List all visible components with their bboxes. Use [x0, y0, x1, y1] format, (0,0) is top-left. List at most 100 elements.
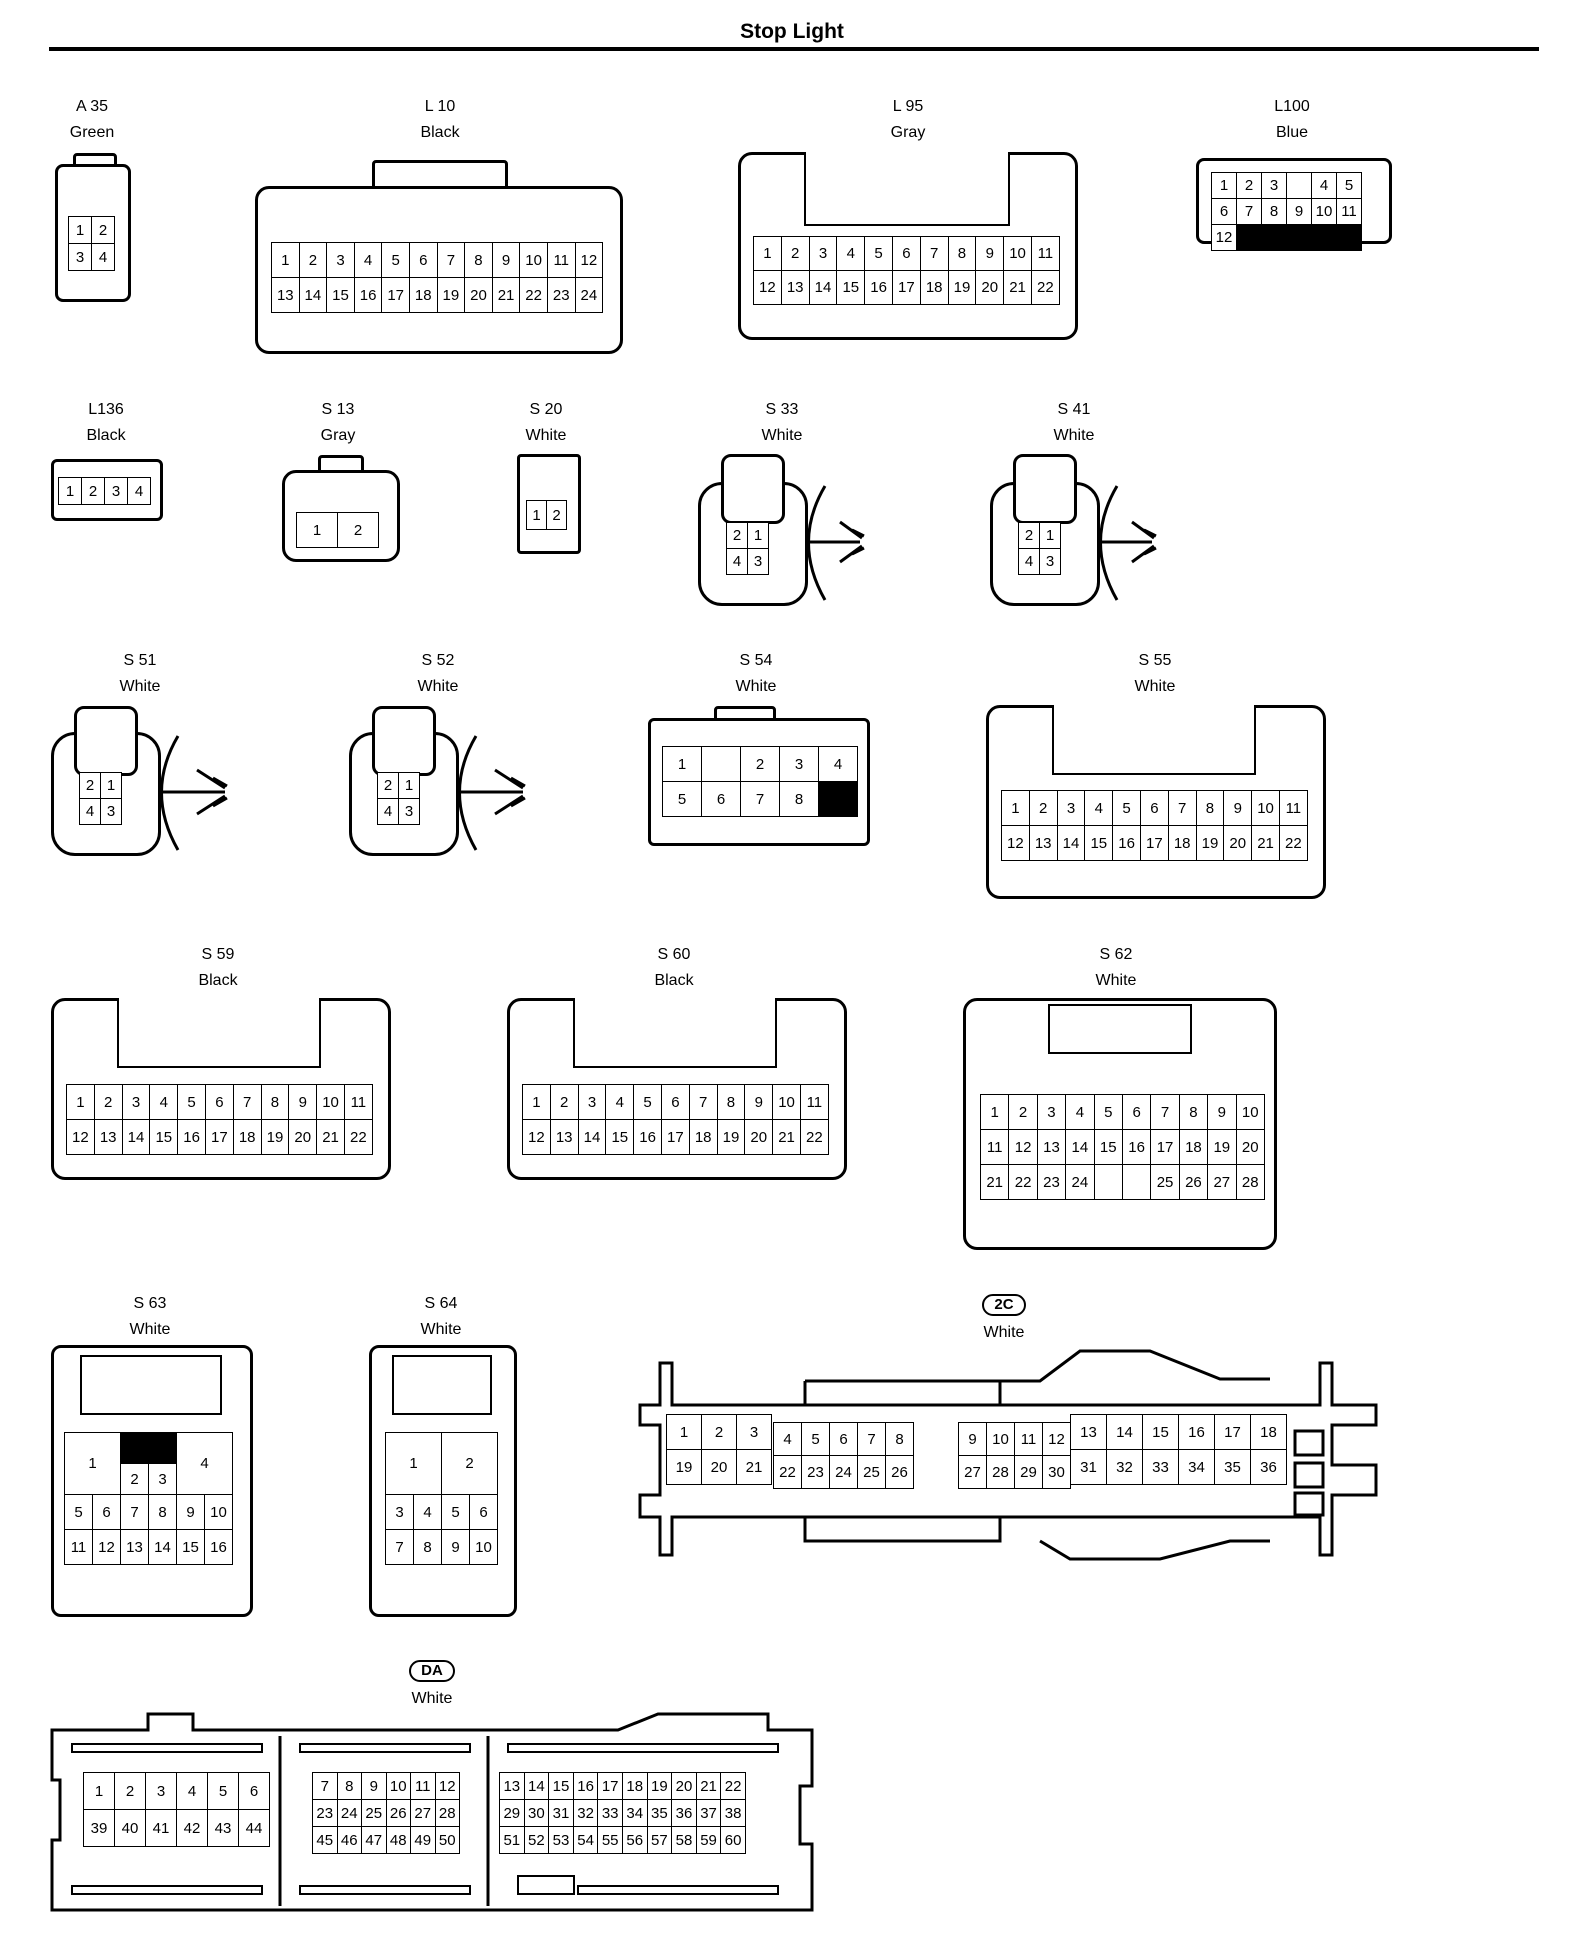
- pin-cell: 23: [802, 1456, 829, 1488]
- pin-cell: 22: [520, 278, 547, 312]
- connector-key: [1048, 1004, 1192, 1054]
- connector-code: 2C: [982, 1294, 1026, 1316]
- pin-cell: 39: [84, 1810, 114, 1846]
- pin-cell: 33: [1143, 1450, 1178, 1484]
- connector-code: S 62: [1099, 946, 1133, 963]
- connector-key: [117, 998, 321, 1068]
- pin-cell: 19: [1208, 1130, 1236, 1164]
- pin-cell: 40: [115, 1810, 145, 1846]
- pin-cell: 34: [622, 1800, 647, 1826]
- pin-cell: 42: [177, 1810, 207, 1846]
- connector-code: S 13: [321, 401, 355, 418]
- pin-cell: 10: [1252, 791, 1279, 825]
- pin-cell: 1: [272, 243, 299, 277]
- pin-cell: 14: [1066, 1130, 1094, 1164]
- pin-cell: 1: [386, 1433, 441, 1494]
- pin-cell: 1: [65, 1433, 120, 1494]
- pin-cell: 15: [327, 278, 354, 312]
- pin-cell: 15: [1094, 1130, 1122, 1164]
- pin-cell: 3: [578, 1085, 606, 1119]
- pin-cell: 16: [865, 271, 892, 304]
- connector-label: S 33 White: [742, 401, 822, 445]
- pin-cell: 6: [892, 237, 920, 270]
- pin-cell: 22: [1031, 271, 1059, 304]
- pin-cell: 2: [547, 501, 566, 529]
- pin-cell: 1: [981, 1095, 1009, 1129]
- pin-cell: 17: [1215, 1415, 1250, 1449]
- pin-cell: 6: [661, 1085, 689, 1119]
- pin-cell: 8: [886, 1423, 913, 1455]
- pin-cell: 14: [122, 1120, 150, 1154]
- pin-cell: 32: [1107, 1450, 1142, 1484]
- pin-cell: 2: [702, 1415, 736, 1449]
- pin-cell: 17: [598, 1773, 622, 1799]
- mounting-clip: [458, 735, 526, 851]
- pin-cell: 27: [411, 1800, 435, 1826]
- pin-cell: 12: [1212, 225, 1236, 250]
- connector-color: White: [1053, 427, 1095, 444]
- pin-cell: 5: [865, 237, 892, 270]
- pin-cell: 7: [858, 1423, 885, 1455]
- pin-cell: 21: [696, 1773, 721, 1799]
- pin-cell: 23: [547, 278, 575, 312]
- pin-cell: 27: [1208, 1165, 1236, 1199]
- pin-cell: 5: [634, 1085, 661, 1119]
- pin-cell: 51: [500, 1827, 524, 1853]
- connector-key: [80, 1355, 222, 1415]
- pin-cell: 2: [1237, 173, 1261, 198]
- pin-cell: 7: [121, 1495, 148, 1529]
- pin-cell: 5: [1113, 791, 1140, 825]
- pin-cell: 16: [1179, 1415, 1214, 1449]
- pin-cell: 22: [1009, 1165, 1037, 1199]
- pin-cell: 55: [598, 1827, 622, 1853]
- pin-cell: 6: [205, 1085, 233, 1119]
- pin-cell: 7: [1168, 791, 1196, 825]
- pin-cavity-empty: [1094, 1165, 1122, 1199]
- pin-cell: 6: [702, 782, 740, 816]
- pin-cell: 3: [69, 244, 91, 270]
- pin-cell: 3: [327, 243, 354, 277]
- pin-cell: 6: [1212, 199, 1236, 224]
- pin-cell: 13: [1029, 826, 1057, 860]
- pin-cell: 4: [727, 549, 747, 574]
- connector-code: S 52: [421, 652, 455, 669]
- connector-code: DA: [409, 1660, 455, 1682]
- pin-cell: 11: [547, 243, 575, 277]
- pin-cell: 11: [1031, 237, 1059, 270]
- pin-cell: 10: [1004, 237, 1031, 270]
- pin-cell: 11: [411, 1773, 435, 1799]
- pin-cell: 52: [524, 1827, 549, 1853]
- pin-cell: 6: [239, 1773, 269, 1809]
- pin-cell: 12: [523, 1120, 550, 1154]
- pin-cell: 16: [573, 1773, 598, 1799]
- pin-cell: 1: [1040, 523, 1060, 548]
- pin-cell: 20: [1236, 1130, 1264, 1164]
- pin-cell: 14: [149, 1530, 176, 1564]
- pin-cell: 44: [239, 1810, 269, 1846]
- pin-cell: 8: [717, 1085, 745, 1119]
- pin-cell: 9: [492, 243, 520, 277]
- connector-label: L100 Blue: [1252, 98, 1332, 142]
- connector-key: [804, 152, 1010, 226]
- connector-color: Gray: [320, 427, 356, 444]
- pin-cell: 1: [101, 773, 121, 798]
- pin-cell: 20: [1224, 826, 1252, 860]
- connector-latch: [1013, 454, 1077, 524]
- pin-cell: 9: [1224, 791, 1252, 825]
- connector-color: Black: [198, 972, 238, 989]
- pin-cell: 18: [920, 271, 948, 304]
- pin-cell: 14: [578, 1120, 606, 1154]
- pin-cell: 38: [721, 1800, 745, 1826]
- pin-cell: 36: [672, 1800, 696, 1826]
- connector-latch: [721, 454, 785, 524]
- connector-key: [1052, 705, 1256, 775]
- pin-cell: 7: [689, 1085, 717, 1119]
- pin-cell: 12: [1002, 826, 1029, 860]
- pin-cell: 13: [500, 1773, 524, 1799]
